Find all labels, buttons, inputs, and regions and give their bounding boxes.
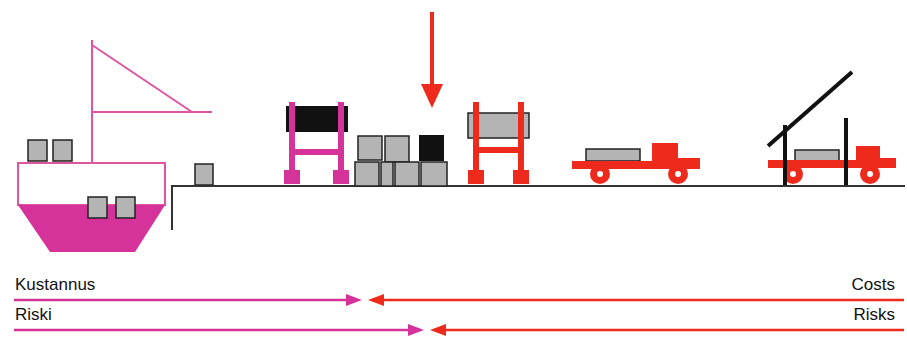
truck: [572, 143, 700, 184]
arrow-label: Riski: [13, 305, 54, 324]
crane-truck: [768, 72, 896, 185]
label-wrap: Riski: [13, 305, 54, 325]
risk-arrows: [14, 324, 904, 336]
cost-arrows: [14, 294, 904, 306]
straddle-carrier-seller: [284, 102, 349, 184]
arrow-label: Kustannus: [13, 275, 97, 294]
container-black: [419, 135, 444, 161]
label-wrap: Kustannus: [13, 275, 97, 295]
transfer-arrow: [421, 12, 443, 108]
container-stack: [355, 136, 447, 186]
ship-mast: [92, 40, 212, 163]
straddle-carrier-buyer: [468, 102, 529, 184]
quay-edge: [172, 186, 905, 230]
arrow-label: Costs: [850, 275, 897, 294]
containers: [28, 140, 213, 218]
arrow-label: Risks: [851, 305, 897, 324]
label-wrap: Risks: [851, 305, 897, 325]
label-wrap: Costs: [850, 275, 897, 295]
